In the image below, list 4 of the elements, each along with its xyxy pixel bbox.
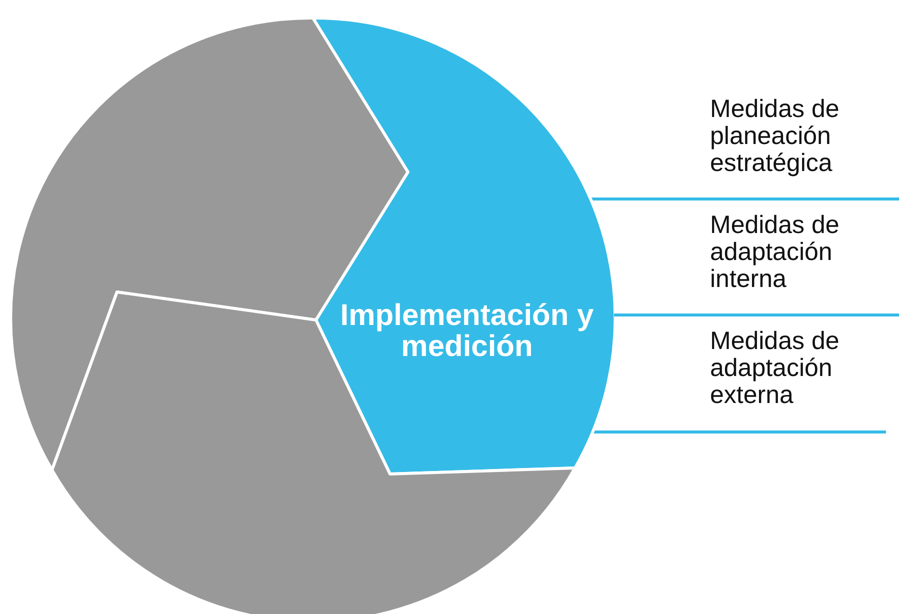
list-text: Medidas de adaptación externa [710,328,840,409]
list-text: Medidas de adaptación interna [710,212,840,293]
segment-label: Implementación y medición [339,300,595,362]
list-text: Medidas de planeación estratégica [710,96,840,177]
